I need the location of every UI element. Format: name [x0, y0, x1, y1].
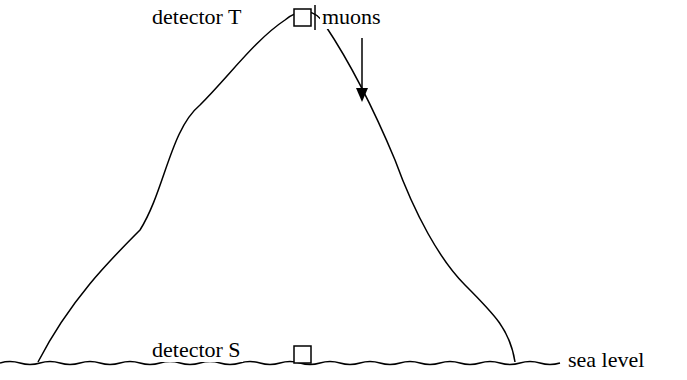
- detector-box: [294, 346, 311, 363]
- sea-level-label: sea level: [566, 348, 646, 372]
- muon-tick: [314, 5, 316, 30]
- detector-label: detector S: [150, 338, 243, 362]
- mountain-outline: [38, 12, 515, 362]
- particle-label: muons: [320, 5, 383, 29]
- detector-box: [294, 9, 311, 26]
- arrow-head: [356, 88, 368, 102]
- detector-label: detector T: [150, 5, 243, 29]
- muon-arrow: [361, 38, 363, 90]
- sea-level-line: [0, 362, 560, 365]
